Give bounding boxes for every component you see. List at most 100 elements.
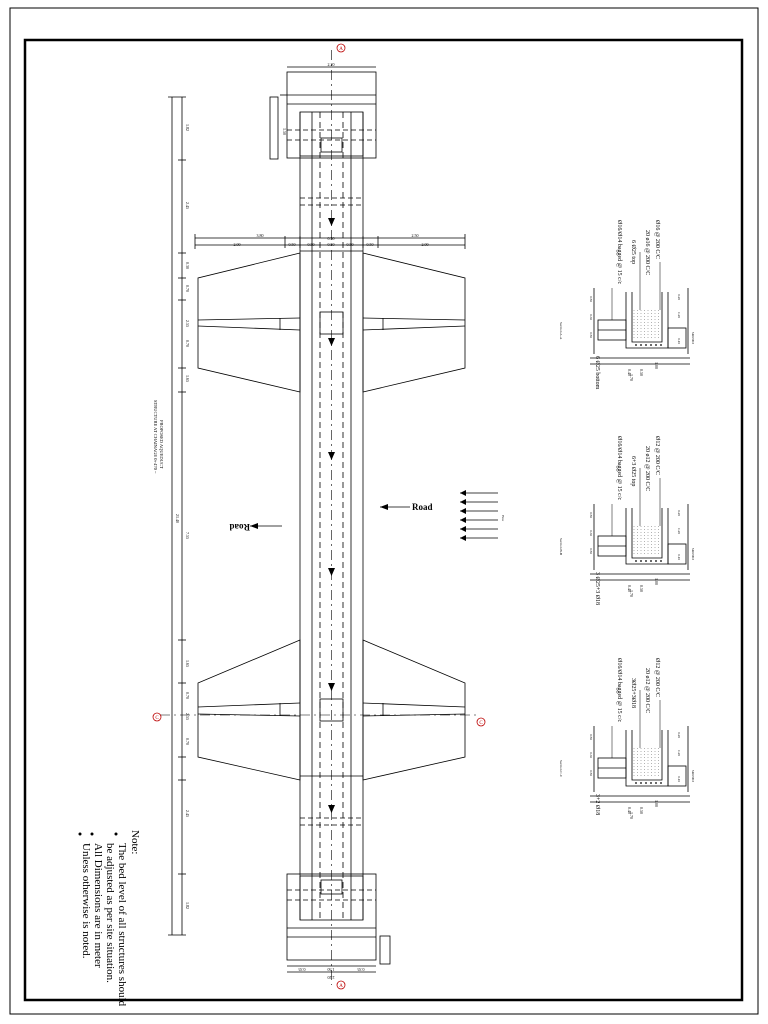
inner-frame [23,38,744,1002]
dim-mid-f: 0.50 [367,242,374,247]
dim-bottom-left: 0.35 [299,967,306,972]
outer-frame [9,7,759,1015]
dim-c: 1.00 [654,800,659,807]
section-markers: A A C C [152,43,486,990]
dim-bottom-right: 0.35 [358,967,365,972]
dim-v-7: 1.65 [185,375,190,382]
dim-v1: 0.50 [589,512,593,518]
note-line1: The bed level of all structures should [116,843,128,1007]
note-bullet-2 [90,832,94,836]
dim-v-5: 2.55 [185,320,190,327]
dim-v1: 0.50 [589,734,593,740]
dim-v-1: 1.82 [185,124,190,131]
plan-title-line1: PROPOSED AQUEDUCT [159,420,164,469]
label-bottom: 6 Ø25 bottom [594,356,600,390]
sections-group: Section A-A Ø16 @ 200 C/C 20 ø16 @ 200 C/C… [559,220,695,819]
road-label-left: Road [229,522,250,532]
label-top1: Ø12 @ 200 C/C [654,658,660,697]
dim-a: 0.40 [627,585,632,592]
dim-b: 0.50 [639,585,644,592]
dim-v-total: 21.40 [175,514,180,523]
svg-text:C: C [479,721,483,726]
dim-top-width: 2.20 [328,62,335,67]
label-left: Ø16/Ø14 bagged @ 15 c/c [616,658,622,723]
dim-top-inner: 1.50 [282,128,287,135]
section-2: Section B-B Ø12 @ 200 C/C 20 ø12 @ 200 C/C… [559,436,695,605]
label-left: Ø16/Ø14 bagged @ 15 c/c [616,436,622,501]
dim-h3: 0.10 [677,776,681,782]
dim-v-14: 1.82 [185,902,190,909]
label-top2: 20 ø12 @ 200 C/C [644,446,650,491]
dim-total: 1.70 [629,812,634,819]
dim-a: 0.40 [627,807,632,814]
label-top2: 20 ø12 @ 200 C/C [644,668,650,713]
dim-v1: 0.50 [589,296,593,302]
dim-h3: 0.10 [677,338,681,344]
dim-total: 1.70 [629,374,634,381]
note-line3: All Dimensions are in meter [92,843,104,968]
label-top2: 20 ø16 @ 200 C/C [644,230,650,275]
plan-title-line2: STRUCTURE AT CHAINAGE 0+470 ~ [153,400,158,474]
dim-v-12: 0.70 [185,738,190,745]
dim-h1: 0.20 [677,732,681,738]
dim-v-8: 7.55 [185,532,190,539]
marker-right: C [476,717,486,727]
section-note: M20/M10 [691,770,695,783]
dim-h2: 1.20 [677,312,681,318]
dim-h2: 1.20 [677,528,681,534]
label-bottom: 3+2 Ø18 [594,794,600,815]
section-title: Section A-A [559,322,563,340]
section-1: Section A-A Ø16 @ 200 C/C 20 ø16 @ 200 C/C… [559,220,695,390]
marker-top: A [336,43,346,53]
dim-v-11: 2.55 [185,713,190,720]
svg-text:A: A [339,47,343,52]
notes-block: Note: The bed level of all structures sh… [78,830,141,1007]
flow-arrows-trough [250,218,466,813]
dim-h2: 1.20 [677,750,681,756]
dim-b: 0.50 [639,369,644,376]
dim-mid-d: 0.50 [328,236,335,241]
label-top1: Ø16 @ 200 C/C [654,220,660,259]
road-label-right: Road [412,502,433,512]
dim-mid-h: 0.50 [328,242,335,247]
marker-bottom: A [336,980,346,990]
dim-a: 0.40 [627,369,632,376]
dim-bottom-inner: 1.50 [328,967,335,972]
section-note: M20/M10 [691,332,695,345]
dim-mid-b: 0.50 [289,242,296,247]
svg-text:C: C [155,716,159,721]
dim-v-2: 2.45 [185,202,190,209]
dim-v3: 0.50 [589,548,593,554]
section-note: M20/M10 [691,548,695,561]
dim-v-6: 0.70 [185,340,190,347]
dim-mid-a: 2.00 [234,242,241,247]
dim-mid-e: 0.50 [347,242,354,247]
label-mid: 6 Ø25 top [630,240,636,264]
label-mid: 6+3 Ø25 top [630,456,636,486]
dim-mid-g: 2.00 [422,242,429,247]
dim-h3: 0.10 [677,554,681,560]
dim-mid-left-outer: 3.80 [257,233,264,238]
plan-text: Road Road Flow PROPOSED AQUEDUCT STRUCTU… [153,62,505,980]
dim-c: 1.00 [654,578,659,585]
dim-v-3: 0.30 [185,262,190,269]
dim-v3: 0.50 [589,332,593,338]
dim-total: 1.70 [629,590,634,597]
label-left: Ø16/Ø14 bagged @ 15 c/c [616,220,622,285]
note-bullet-3 [78,832,82,836]
dim-v2: 0.30 [589,530,593,536]
label-bottom: 3 Ø25+3 Ø18 [594,572,600,605]
dim-v-4: 0.70 [185,285,190,292]
label-top1: Ø12 @ 200 C/C [654,436,660,475]
dim-h1: 0.20 [677,294,681,300]
dim-mid-right-outer: 2.50 [412,233,419,238]
plan-view [160,50,498,985]
dim-v2: 0.30 [589,752,593,758]
dim-v-9: 1.65 [185,660,190,667]
flow-label: Flow [501,515,505,522]
section-title: Section B-B [559,538,563,556]
note-line2: be adjusted as per site situation. [104,843,116,983]
svg-text:A: A [339,984,343,989]
